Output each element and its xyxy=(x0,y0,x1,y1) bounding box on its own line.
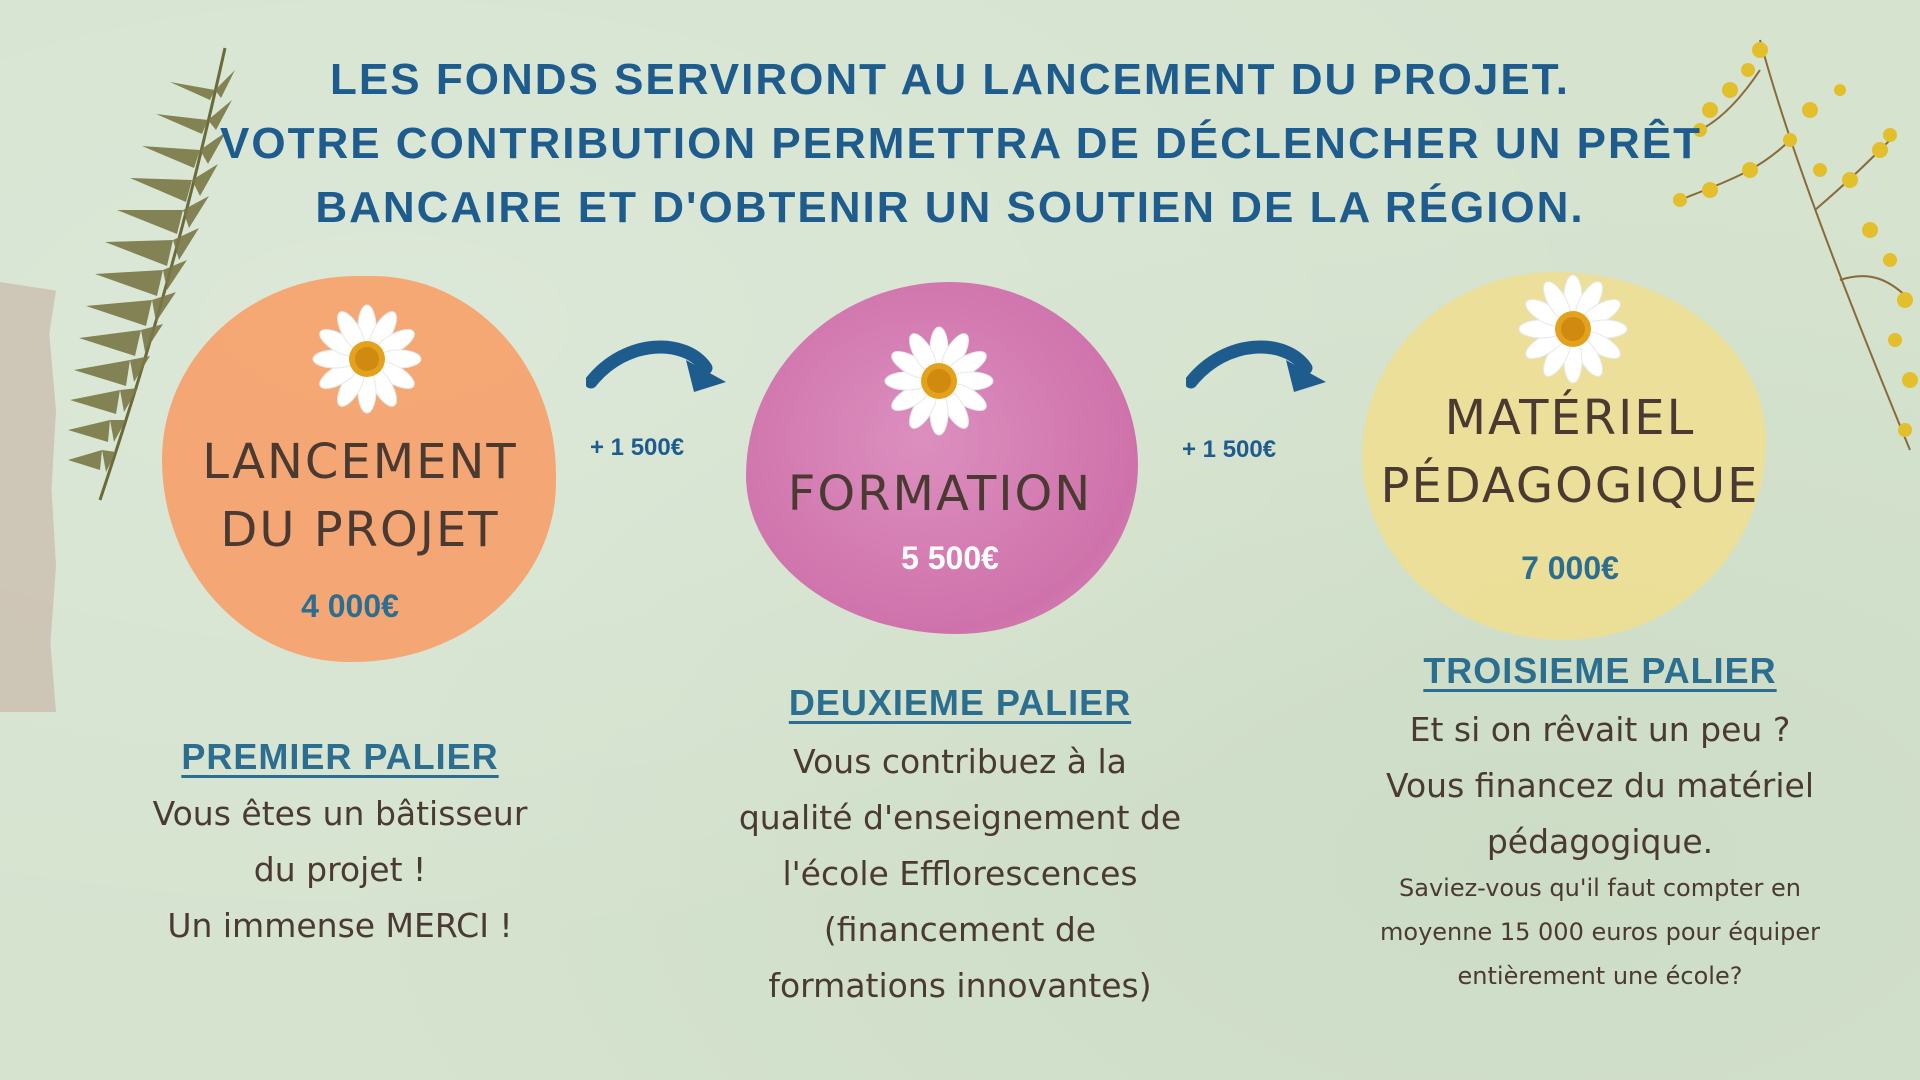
stage-1-title: LANCEMENT DU PROJET xyxy=(202,434,518,558)
header-line-3: BANCAIRE ET D'OBTENIR UN SOUTIEN DE LA R… xyxy=(315,183,1585,232)
stage-3-amount: 7 000€ xyxy=(1521,550,1619,586)
mimosa-decoration xyxy=(1673,39,1918,451)
stage-2-amount: 5 500€ xyxy=(901,540,999,576)
daisy-icon xyxy=(884,326,994,436)
daisy-icon xyxy=(312,304,422,414)
stage-3-title: MATÉRIEL PÉDAGOGIQUE xyxy=(1380,390,1760,514)
palier-1-title: PREMIER PALIER xyxy=(181,736,499,777)
arrow-right-icon xyxy=(1186,340,1326,392)
palier-1-text: Vous êtes un bâtisseur du projet ! Un im… xyxy=(152,794,528,945)
fern-decoration xyxy=(68,47,235,501)
palier-3-title: TROISIEME PALIER xyxy=(1423,650,1777,691)
page-header: LES FONDS SERVIRONT AU LANCEMENT DU PROJ… xyxy=(220,48,1702,240)
stage-2-title: FORMATION xyxy=(787,466,1093,522)
arrow-right-icon xyxy=(586,340,726,392)
header-line-2: VOTRE CONTRIBUTION PERMETTRA DE DÉCLENCH… xyxy=(220,119,1702,168)
daisy-icon xyxy=(1518,274,1628,384)
paper-tape-decoration xyxy=(0,282,56,712)
stage-1-amount: 4 000€ xyxy=(301,588,399,624)
palier-2-text: Vous contribuez à la qualité d'enseignem… xyxy=(738,742,1182,1005)
palier-3-text: Et si on rêvait un peu ? Vous financez d… xyxy=(1385,710,1815,861)
step-increment-1: + 1 500€ xyxy=(590,434,685,461)
palier-3-note: Saviez-vous qu'il faut compter en moyenn… xyxy=(1380,874,1820,990)
header-line-1: LES FONDS SERVIRONT AU LANCEMENT DU PROJ… xyxy=(330,55,1570,104)
palier-2-title: DEUXIEME PALIER xyxy=(788,682,1132,723)
step-increment-2: + 1 500€ xyxy=(1182,436,1277,463)
